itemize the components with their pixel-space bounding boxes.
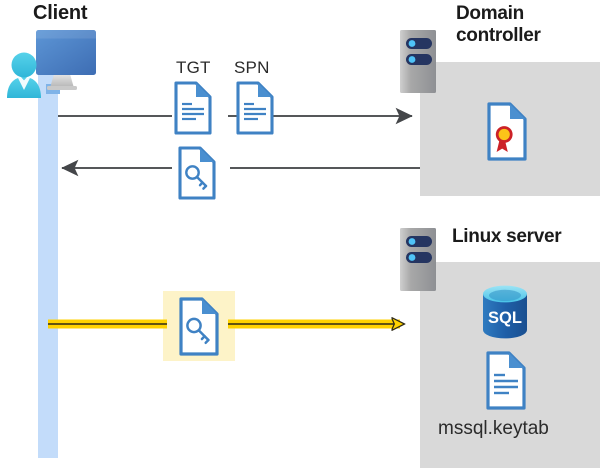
document-icon-tgt <box>174 81 212 135</box>
linux-server-title: Linux server <box>452 226 562 247</box>
domain-controller-title: Domain controller <box>456 3 541 46</box>
client-title: Client <box>33 2 88 24</box>
client-lifeline <box>38 66 58 458</box>
keytab-filename-label: mssql.keytab <box>438 418 549 439</box>
domain-controller-panel <box>420 62 600 196</box>
document-icon-spn <box>236 81 274 135</box>
spn-label: SPN <box>234 58 270 77</box>
tgt-label: TGT <box>176 58 211 77</box>
service-ticket-highlight <box>163 291 235 361</box>
key-document-icon-response <box>178 146 216 200</box>
